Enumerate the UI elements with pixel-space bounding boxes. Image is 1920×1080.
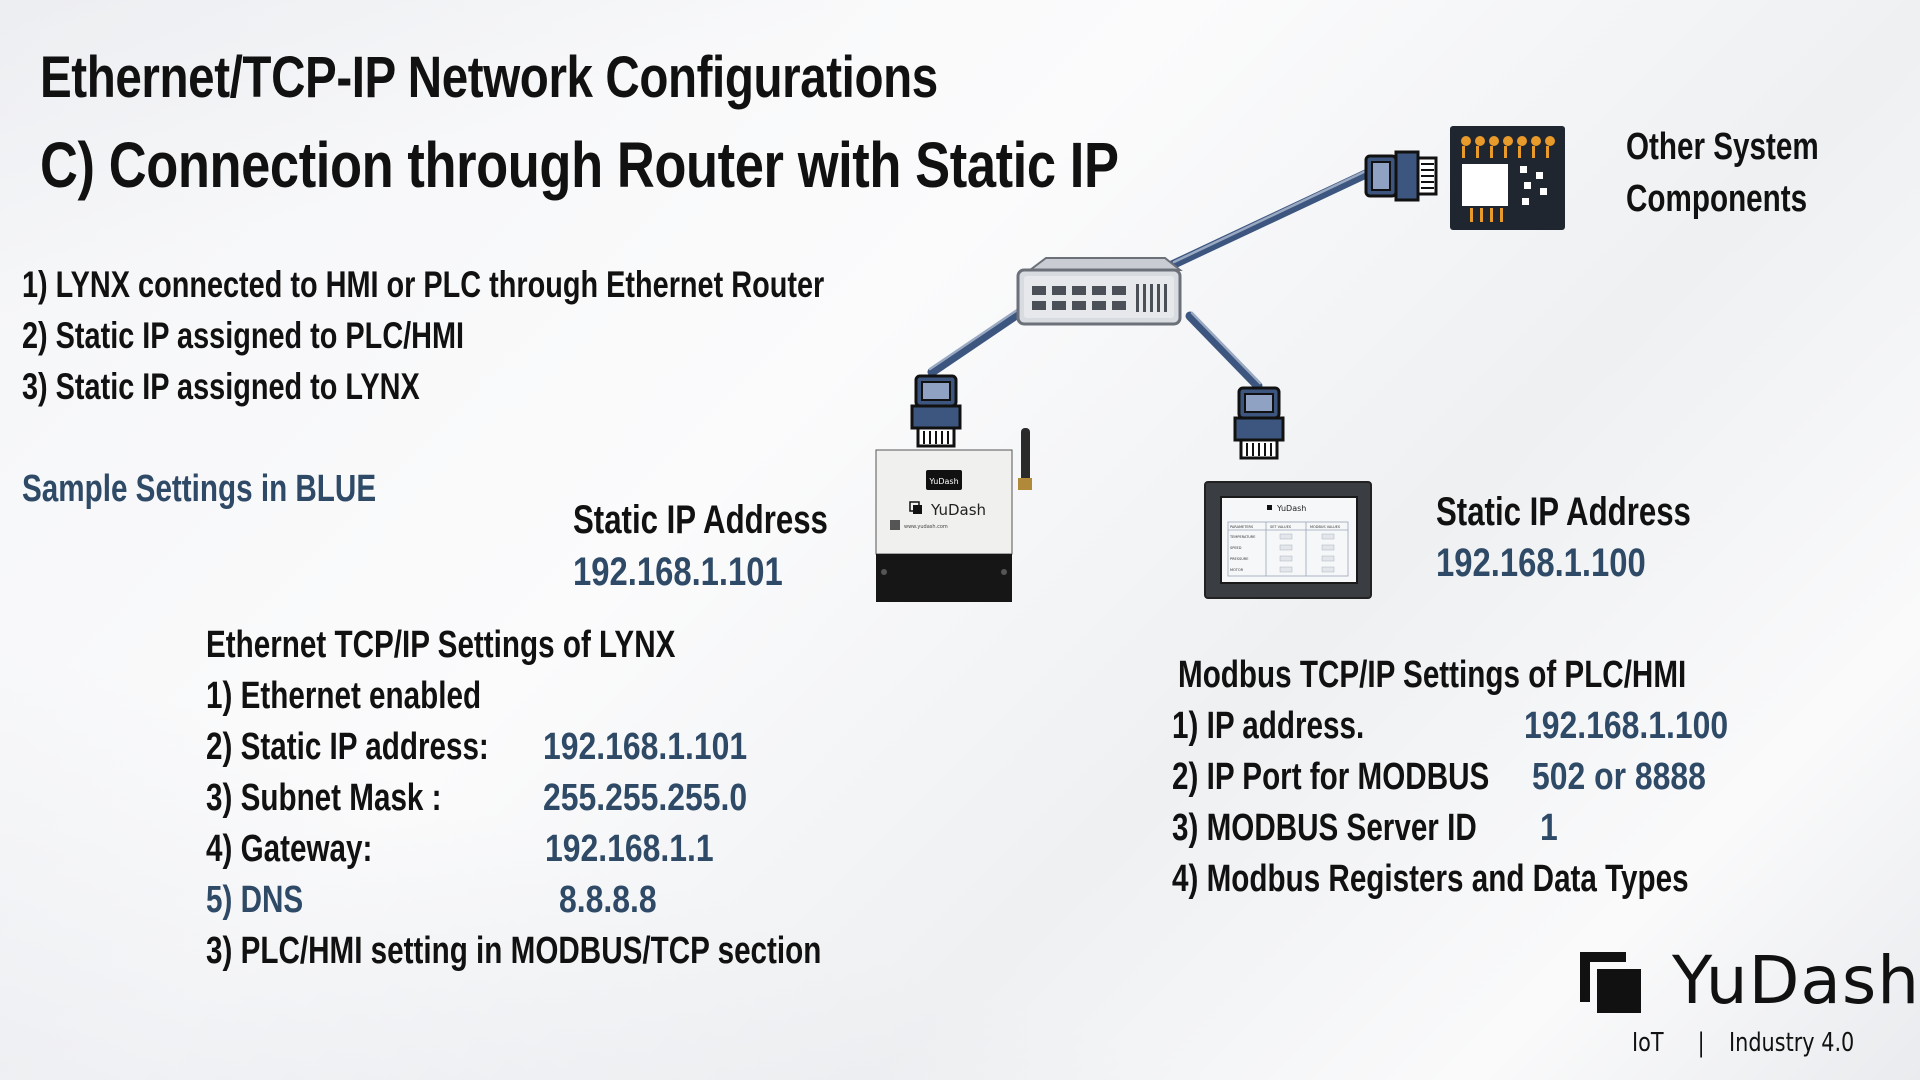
- lynx-setting-value: 255.255.255.0: [543, 777, 748, 819]
- lynx-device-brand: YuDash: [930, 501, 986, 519]
- ethernet-cables: [927, 167, 1375, 391]
- hmi-setting-label: 4) Modbus Registers and Data Types: [1172, 858, 1689, 900]
- other-components-label-2: Components: [1626, 178, 1808, 220]
- lynx-setting-label: 3) Subnet Mask :: [206, 777, 442, 819]
- brand-name: YuDash: [1672, 942, 1920, 1019]
- hmi-col-header: PARAMETERS: [1230, 525, 1254, 529]
- lynx-setting-label: 2) Static IP address:: [206, 726, 489, 768]
- other-components-label-1: Other System: [1626, 126, 1819, 168]
- lynx-setting-value: 8.8.8.8: [559, 879, 657, 921]
- lynx-setting-label: 4) Gateway:: [206, 828, 373, 870]
- hmi-setting-label: 2) IP Port for MODBUS: [1172, 756, 1490, 798]
- lynx-ip-label: Static IP Address: [573, 498, 828, 542]
- lynx-settings-heading: Ethernet TCP/IP Settings of LYNX: [206, 624, 676, 666]
- hmi-setting-label: 3) MODBUS Server ID: [1172, 807, 1477, 849]
- brand-tagline: IoT | Industry 4.0: [1632, 1028, 1854, 1058]
- brand-tag-right: Industry 4.0: [1729, 1028, 1855, 1058]
- intro-item-2: 2) Static IP assigned to PLC/HMI: [22, 315, 465, 356]
- hmi-row-label: PRESSURE: [1230, 557, 1248, 561]
- hmi-setting-label: 1) IP address.: [1172, 705, 1365, 747]
- hmi-settings-heading: Modbus TCP/IP Settings of PLC/HMI: [1178, 654, 1687, 696]
- hmi-setting-value: 1: [1540, 807, 1558, 849]
- hmi-col-header: MODBUS VALUES: [1310, 525, 1341, 529]
- yudash-logo-icon: [1580, 952, 1641, 1013]
- lynx-ip-value: 192.168.1.101: [573, 550, 783, 594]
- circuit-board-icon: [1450, 126, 1565, 230]
- brand-tag-left: IoT: [1632, 1028, 1664, 1058]
- lynx-device-logo: YuDash: [928, 477, 958, 486]
- lynx-setting-label: 1) Ethernet enabled: [206, 675, 482, 717]
- lynx-device-url: www.yudash.com: [904, 524, 948, 530]
- lynx-device-icon: YuDash YuDash www.yudash.com: [875, 428, 1032, 602]
- router-icon: [1016, 257, 1183, 326]
- title-line-2: C) Connection through Router with Static…: [40, 129, 1119, 201]
- brand-tag-sep: |: [1697, 1028, 1705, 1058]
- ethernet-plug-icon: [1364, 150, 1438, 202]
- lynx-setting-value: 192.168.1.1: [545, 828, 714, 870]
- lynx-setting-label: 5) DNS: [206, 879, 304, 921]
- hmi-panel-icon: YuDash PARAMETERS SET VALUES MODBUS VALU…: [1204, 481, 1372, 599]
- hmi-row-label: MOTOR: [1230, 568, 1244, 572]
- lynx-setting-label: 3) PLC/HMI setting in MODBUS/TCP section: [206, 930, 822, 972]
- ethernet-plug-icon: [1233, 386, 1285, 460]
- hmi-row-label: SPEED: [1230, 546, 1242, 550]
- hmi-setting-value: 192.168.1.100: [1524, 705, 1729, 747]
- hmi-setting-value: 502 or 8888: [1532, 756, 1706, 798]
- title-line-1: Ethernet/TCP-IP Network Configurations: [40, 45, 938, 110]
- hmi-ip-value: 192.168.1.100: [1436, 541, 1646, 585]
- intro-item-3: 3) Static IP assigned to LYNX: [22, 366, 420, 407]
- hmi-ip-label: Static IP Address: [1436, 490, 1691, 534]
- lynx-setting-value: 192.168.1.101: [543, 726, 748, 768]
- ethernet-plug-icon: [910, 374, 962, 448]
- sample-settings-note: Sample Settings in BLUE: [22, 468, 377, 510]
- hmi-row-label: TEMPERATURE: [1229, 535, 1255, 539]
- hmi-screen-brand: YuDash: [1276, 504, 1306, 513]
- hmi-col-header: SET VALUES: [1270, 525, 1292, 529]
- intro-item-1: 1) LYNX connected to HMI or PLC through …: [22, 264, 825, 305]
